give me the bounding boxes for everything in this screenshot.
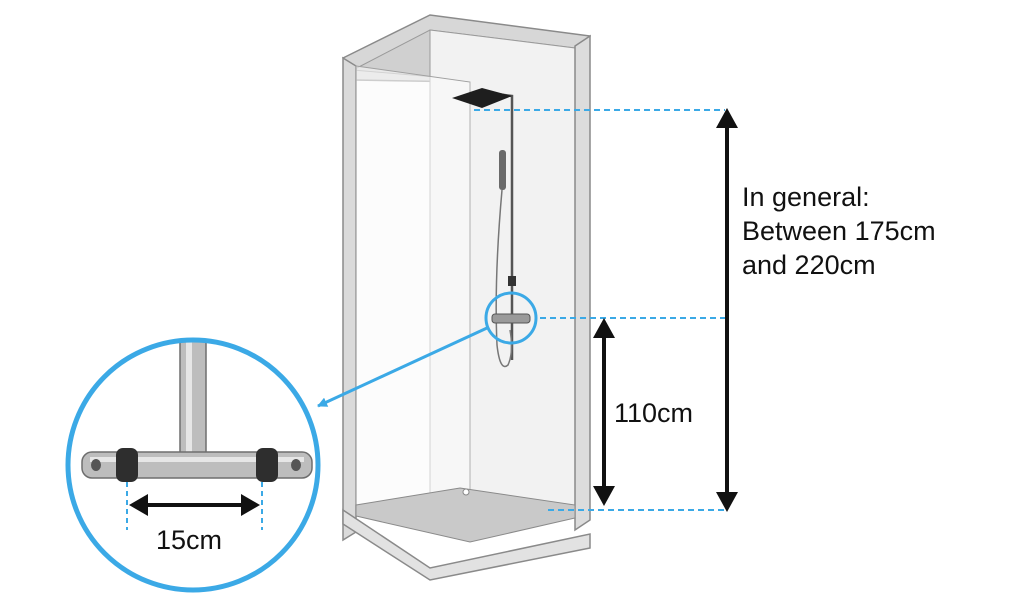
general-label-line-1: In general: (742, 182, 870, 212)
zoom-circle-border (65, 337, 321, 593)
cabin-glass-front (355, 65, 471, 513)
overall-height-arrow (716, 108, 738, 512)
shower-hose (495, 189, 513, 368)
shower-column (452, 88, 531, 368)
general-height-label: In general: Between 175cm and 220cm (742, 180, 936, 282)
callout-pointer (317, 326, 488, 408)
valve-height-arrow (593, 318, 615, 506)
hand-shower (499, 150, 506, 190)
diverter-knob (508, 276, 516, 286)
valve-highlight-circle (484, 291, 538, 345)
drain (462, 488, 470, 496)
zoom-detail (65, 337, 321, 593)
zoom-right-connector (256, 448, 278, 482)
valve-spacing-label: 15cm (156, 525, 223, 555)
shower-tray (355, 487, 576, 543)
rain-shower-head (452, 88, 512, 108)
shower-cabin (342, 14, 591, 581)
zoom-left-connector (116, 448, 138, 482)
general-label-line-3: and 220cm (742, 250, 876, 280)
cabin-right-panel (574, 34, 591, 532)
reference-lines (474, 109, 725, 511)
cabin-left-panel (342, 56, 357, 542)
cabin-base (342, 508, 591, 581)
valve-height-label: 110cm (614, 398, 694, 428)
zoom-riser-pipe (179, 340, 207, 456)
general-label-line-2: Between 175cm (742, 216, 936, 246)
thermostatic-valve (491, 313, 531, 324)
